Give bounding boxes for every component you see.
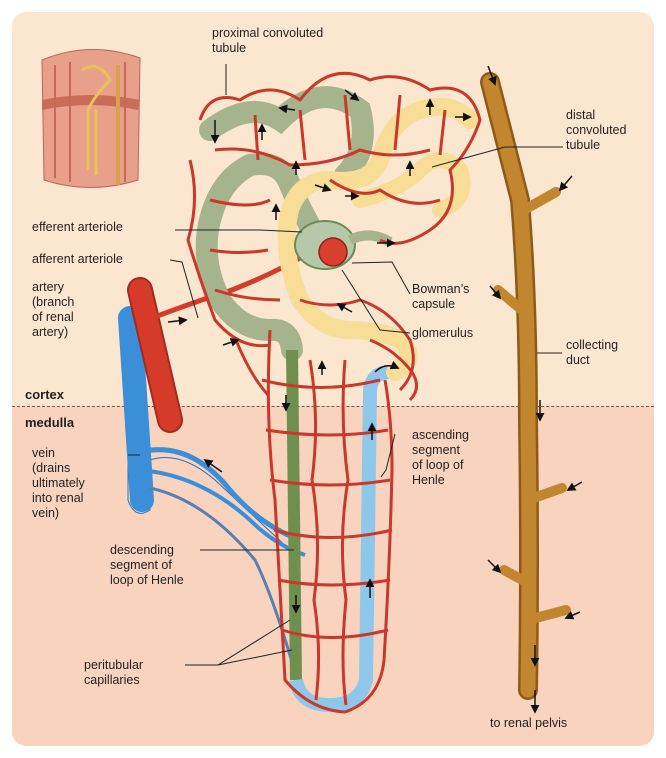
collecting-duct-label: collecting duct bbox=[566, 338, 619, 367]
medulla-region bbox=[12, 406, 654, 746]
label-leader-lines bbox=[128, 64, 563, 666]
descending-loop-label: descending segment of loop of Henle bbox=[110, 543, 184, 587]
proximal-tubule-label: proximal convoluted tubule bbox=[212, 26, 324, 55]
glomerulus-label: glomerulus bbox=[412, 326, 474, 340]
glomerulus-illustration bbox=[318, 237, 348, 267]
vein-label: vein (drains ultimately into renal vein) bbox=[32, 446, 85, 520]
efferent-arteriole-label: efferent arteriole bbox=[32, 220, 123, 234]
flow-arrows bbox=[210, 89, 472, 614]
distal-tubule-label: distal convoluted tubule bbox=[566, 108, 627, 152]
diagram-panel bbox=[12, 12, 654, 746]
artery-label: artery (branch of renal artery) bbox=[32, 280, 75, 339]
collecting-duct-illustration bbox=[480, 65, 583, 714]
afferent-arteriole-label: afferent arteriole bbox=[32, 252, 123, 266]
artery-illustration bbox=[127, 255, 302, 433]
ascending-loop-label: ascending segment of loop of Henle bbox=[412, 428, 469, 487]
peritubular-capillaries-label: peritubular capillaries bbox=[84, 658, 144, 687]
medulla-label: medulla bbox=[25, 415, 75, 430]
renal-pelvis-label: to renal pelvis bbox=[490, 716, 568, 730]
kidney-inset-thumbnail bbox=[41, 48, 141, 188]
nephron-tubules bbox=[195, 86, 479, 713]
bowmans-capsule-label: Bowman’s capsule bbox=[412, 282, 470, 311]
cortex-medulla-boundary bbox=[12, 406, 654, 407]
vein-illustration bbox=[118, 306, 306, 691]
cortex-label: cortex bbox=[25, 387, 65, 402]
